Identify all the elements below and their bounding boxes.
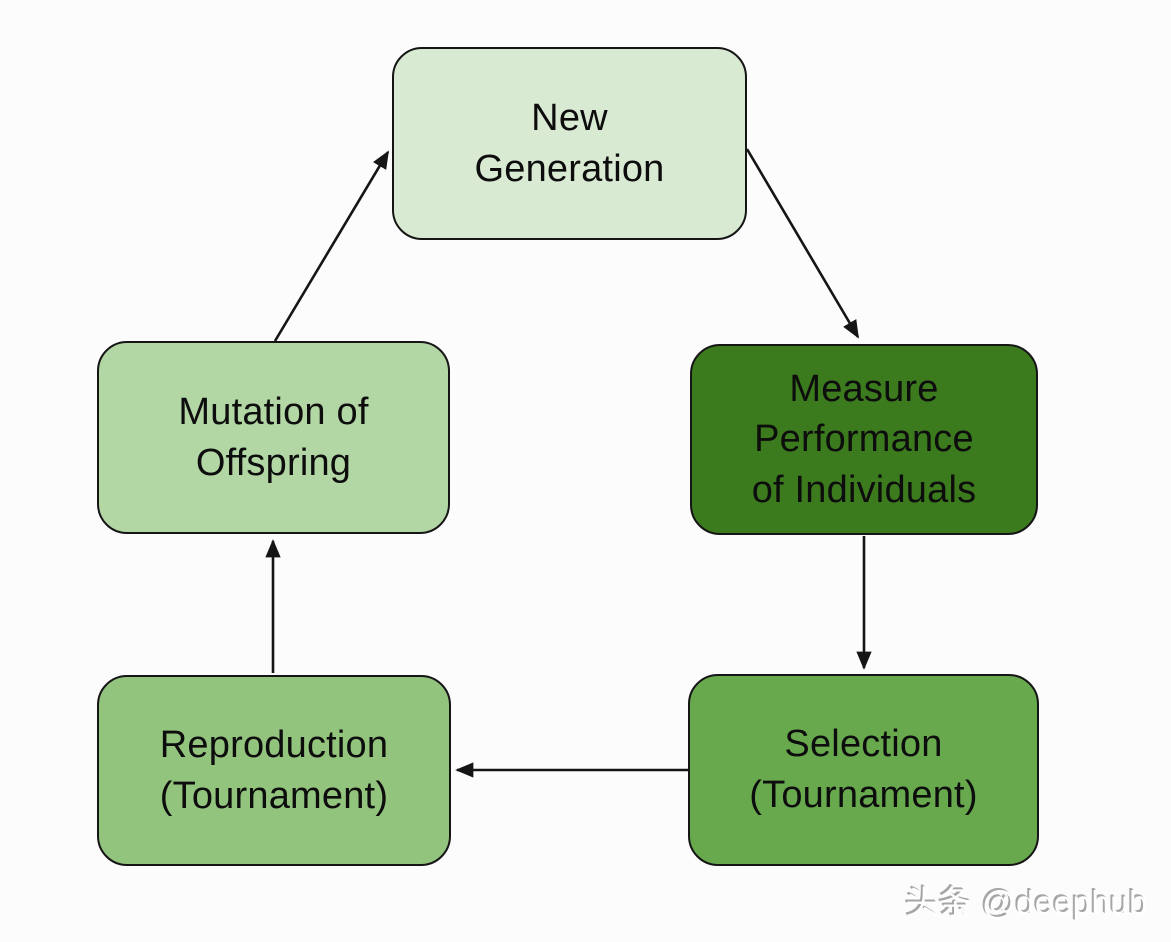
arrow-mutation-to-new-generation [273,150,390,342]
node-mutation-label: Mutation of Offspring [178,390,369,484]
node-new-generation-label: New Generation [474,96,665,190]
arrow-new-generation-to-measure-performance [745,148,860,339]
node-selection-label: Selection (Tournament) [749,723,978,816]
node-reproduction: Reproduction (Tournament) [97,675,451,866]
node-measure-performance-label: Measure Performance of Individuals [751,367,977,511]
node-reproduction-label: Reproduction (Tournament) [159,723,389,817]
node-new-generation: New Generation [392,47,747,240]
watermark: 头条 @deephub [905,884,1148,921]
node-selection: Selection (Tournament) [688,674,1039,866]
node-mutation: Mutation of Offspring [97,341,450,534]
node-measure-performance: Measure Performance of Individuals [690,344,1038,535]
